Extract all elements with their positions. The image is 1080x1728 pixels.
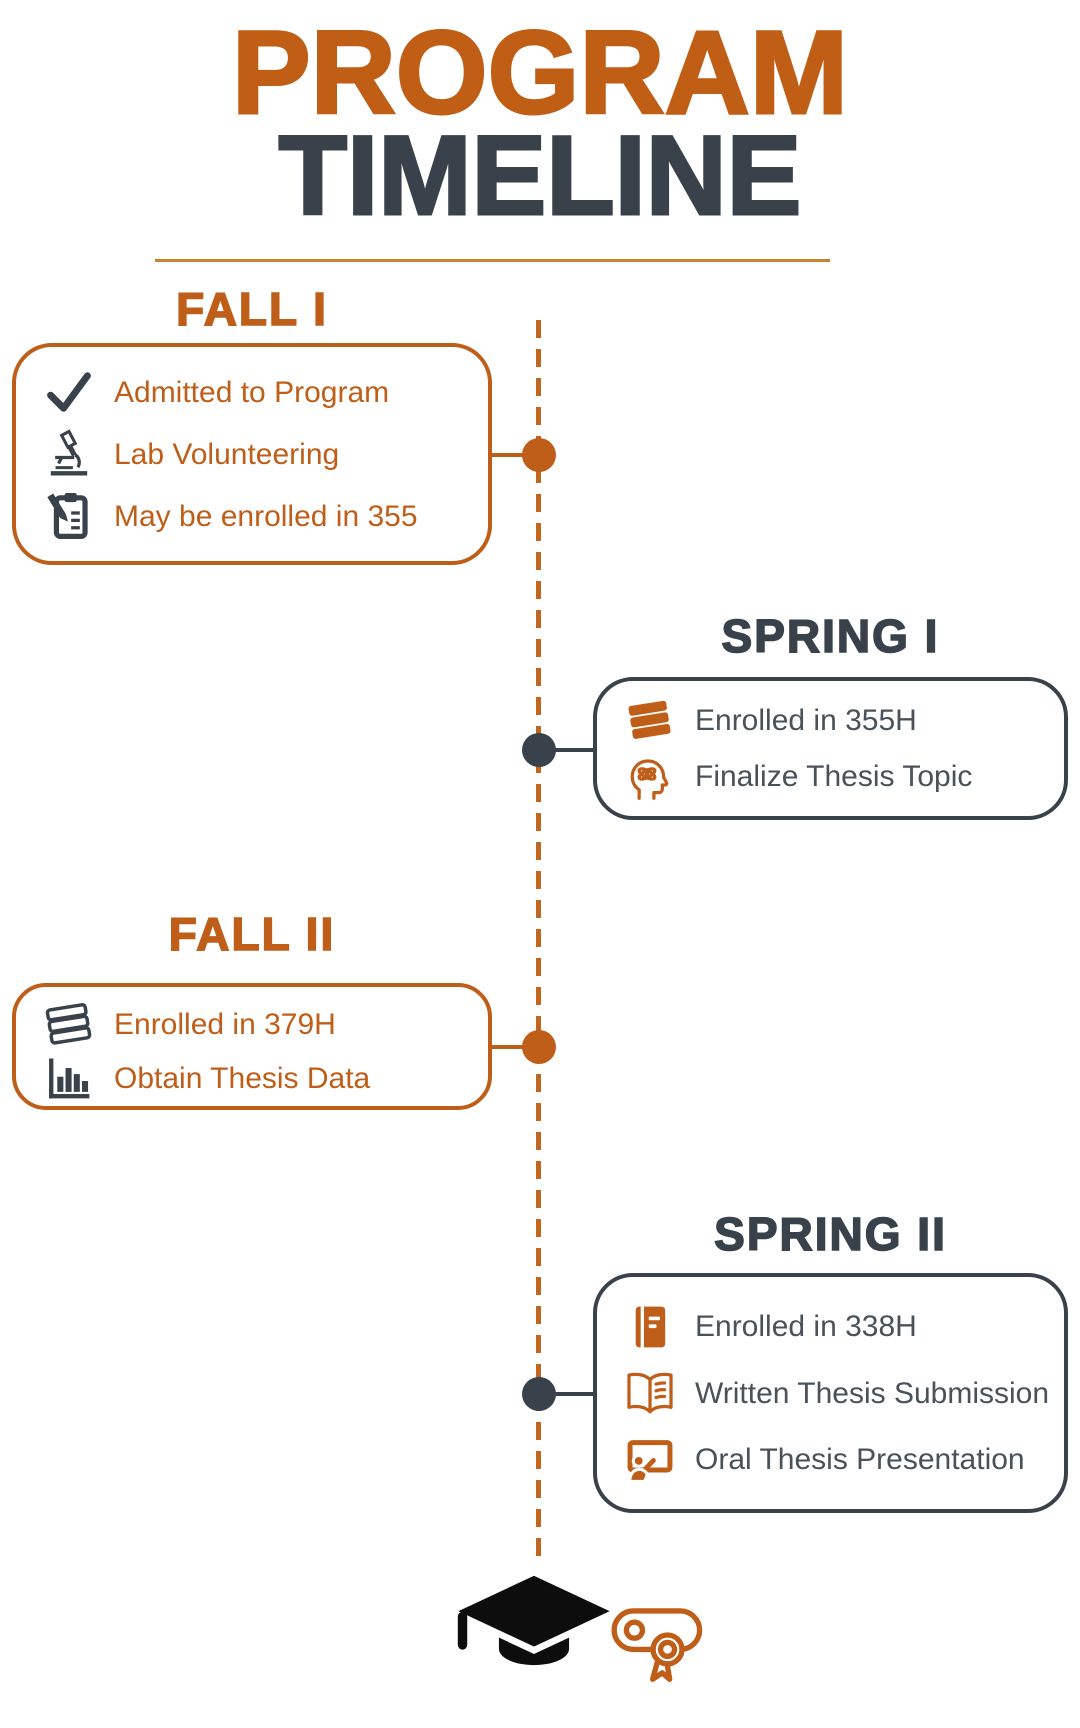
head-atom-icon (623, 750, 677, 804)
bar-chart-icon (42, 1051, 96, 1105)
connector-spring-1 (540, 748, 593, 752)
timeline-dashed-line (536, 320, 541, 1562)
timeline-dot-fall-1 (522, 438, 556, 472)
list-item: Enrolled in 355H (623, 693, 1050, 747)
stage-heading-fall-1: FALL I (175, 283, 328, 335)
check-icon (42, 365, 96, 419)
timeline-dot-spring-1 (522, 733, 556, 767)
item-label: May be enrolled in 355 (114, 499, 418, 533)
list-item: Admitted to Program (42, 365, 474, 419)
connector-fall-2 (490, 1045, 530, 1049)
stage-heading-spring-1: SPRING I (721, 610, 940, 662)
connector-spring-2 (540, 1392, 593, 1396)
item-label: Finalize Thesis Topic (695, 760, 973, 794)
item-label: Enrolled in 338H (695, 1310, 917, 1343)
item-label: Lab Volunteering (114, 437, 340, 471)
item-label: Written Thesis Submission (695, 1376, 1050, 1410)
list-item: Obtain Thesis Data (42, 1051, 474, 1105)
page-title-line1: PROGRAM (230, 7, 849, 139)
diploma-icon (598, 1596, 720, 1690)
connector-fall-1 (490, 453, 530, 457)
stage-heading-fall-2: FALL II (168, 908, 336, 960)
stage-heading-spring-2: SPRING II (713, 1208, 947, 1260)
list-item: Enrolled in 338H (623, 1300, 1050, 1354)
clipboard-pencil-icon (42, 489, 96, 543)
timeline-dot-fall-2 (522, 1030, 556, 1064)
list-item: Lab Volunteering (42, 427, 474, 481)
list-item: May be enrolled in 355 (42, 489, 474, 543)
timeline-dot-spring-2 (522, 1377, 556, 1411)
title-divider (155, 259, 830, 262)
graduation-cap-icon (438, 1568, 630, 1684)
stage-card-spring-1: Enrolled in 355H Finalize Thesis Topic (593, 677, 1068, 820)
item-label: Enrolled in 355H (695, 703, 917, 737)
list-item: Oral Thesis Presentation (623, 1433, 1050, 1487)
page-title-line2: TIMELINE (277, 113, 803, 238)
list-item: Finalize Thesis Topic (623, 750, 1050, 804)
item-label: Admitted to Program (114, 375, 390, 409)
item-label: Enrolled in 379H (114, 1007, 336, 1041)
books-stack-outline-icon (42, 997, 96, 1051)
item-label: Obtain Thesis Data (114, 1061, 371, 1095)
stage-card-fall-1: Admitted to Program Lab Volunteering (12, 343, 492, 565)
stage-card-spring-2: Enrolled in 338H Written Thesis Submissi… (593, 1273, 1068, 1513)
stage-card-fall-2: Enrolled in 379H Obtain Thesis Data (12, 983, 492, 1110)
open-book-icon (623, 1366, 677, 1420)
item-label: Oral Thesis Presentation (695, 1443, 1025, 1476)
microscope-icon (42, 427, 96, 481)
list-item: Enrolled in 379H (42, 997, 474, 1051)
books-stack-icon (623, 693, 677, 747)
list-item: Written Thesis Submission (623, 1366, 1050, 1420)
notebook-icon (623, 1300, 677, 1354)
presentation-icon (623, 1433, 677, 1487)
